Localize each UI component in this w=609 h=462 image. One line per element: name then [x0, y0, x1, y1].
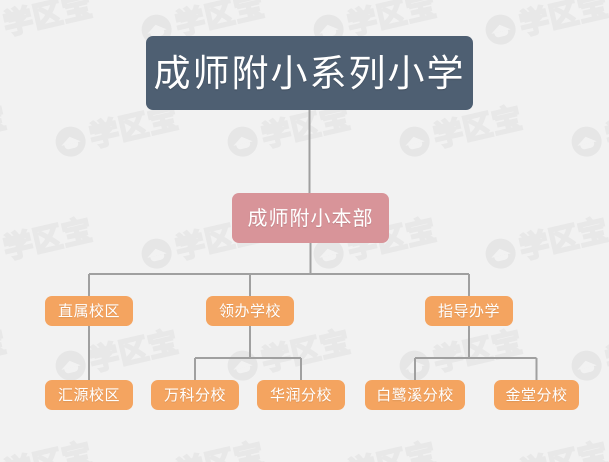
org-node-label: 白鹭溪分校 [376, 385, 454, 404]
org-node-label: 华润分校 [269, 385, 332, 404]
org-node-label: 金堂分校 [505, 385, 568, 404]
org-node-label: 汇源校区 [57, 385, 120, 404]
org-node-huarun[interactable]: 华润分校 [257, 380, 345, 410]
org-node-label: 领办学校 [218, 301, 281, 320]
org-node-label: 直属校区 [57, 301, 120, 320]
org-node-huiyuan[interactable]: 汇源校区 [45, 380, 133, 410]
org-node-label: 万科分校 [163, 385, 226, 404]
org-node-label: 指导办学 [437, 301, 500, 320]
org-node-benbu[interactable]: 成师附小本部 [232, 193, 389, 243]
org-node-zhidao[interactable]: 指导办学 [425, 296, 513, 326]
org-node-label: 成师附小本部 [247, 206, 374, 230]
org-node-zhishu[interactable]: 直属校区 [45, 296, 133, 326]
org-node-root[interactable]: 成师附小系列小学 [146, 36, 473, 110]
org-node-jintang[interactable]: 金堂分校 [494, 380, 579, 410]
org-node-lingban[interactable]: 领办学校 [206, 296, 294, 326]
org-node-wanke[interactable]: 万科分校 [151, 380, 239, 410]
org-node-label: 成师附小系列小学 [153, 51, 466, 95]
org-node-bailuxi[interactable]: 白鹭溪分校 [365, 380, 465, 410]
